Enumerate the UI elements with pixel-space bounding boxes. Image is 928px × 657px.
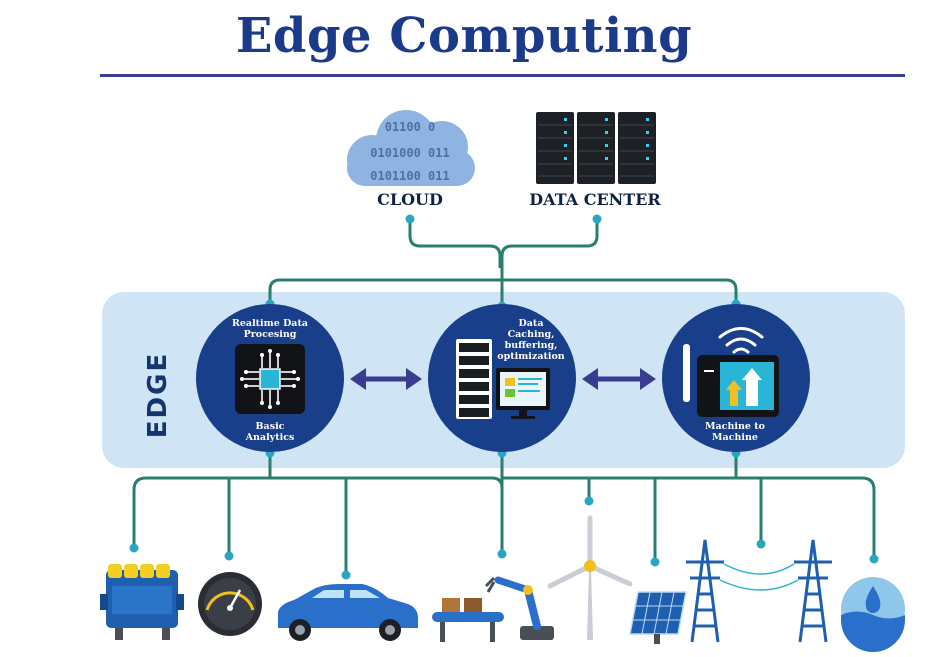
page-title: Edge Computing [235, 8, 693, 64]
speedometer-icon [198, 572, 262, 636]
bottom-connector-dots [129, 448, 879, 580]
double-arrow-right [582, 368, 656, 390]
server-monitor-icon [456, 339, 550, 419]
svg-text:0101100 011: 0101100 011 [370, 169, 449, 183]
processor-chip-icon [235, 344, 305, 414]
cloud-label: CLOUD [377, 190, 443, 209]
edge-label: EDGE [143, 351, 173, 439]
wifi-icon [718, 327, 764, 354]
wind-turbine-icon [547, 515, 633, 640]
water-drop-icon [841, 577, 905, 652]
top-connectors [268, 220, 738, 306]
svg-text:0101000 011: 0101000 011 [370, 146, 449, 160]
title-underline [100, 74, 905, 77]
double-arrow-left [350, 368, 422, 390]
server-rack-icon [536, 112, 656, 184]
node-m2m-text: Machine to Machine [705, 421, 765, 443]
data-center-label: DATA CENTER [529, 190, 661, 209]
svg-text:01100 0: 01100 0 [385, 120, 436, 134]
car-icon [278, 584, 418, 641]
solar-panel-icon [629, 591, 687, 644]
power-lines-icon [686, 539, 832, 643]
engine-icon [100, 564, 184, 640]
node-analytics-top-text: Realtime Data Procesing [231, 318, 309, 340]
node-caching-text: Data Caching, buffering, optimization [497, 318, 565, 362]
node-analytics-bottom-text: Basic Analytics [245, 421, 295, 443]
tablet-chart-icon [683, 344, 779, 417]
cloud-icon: 01100 0 0101000 011 0101100 011 [347, 110, 475, 186]
robot-arm-conveyor-icon [432, 576, 554, 642]
